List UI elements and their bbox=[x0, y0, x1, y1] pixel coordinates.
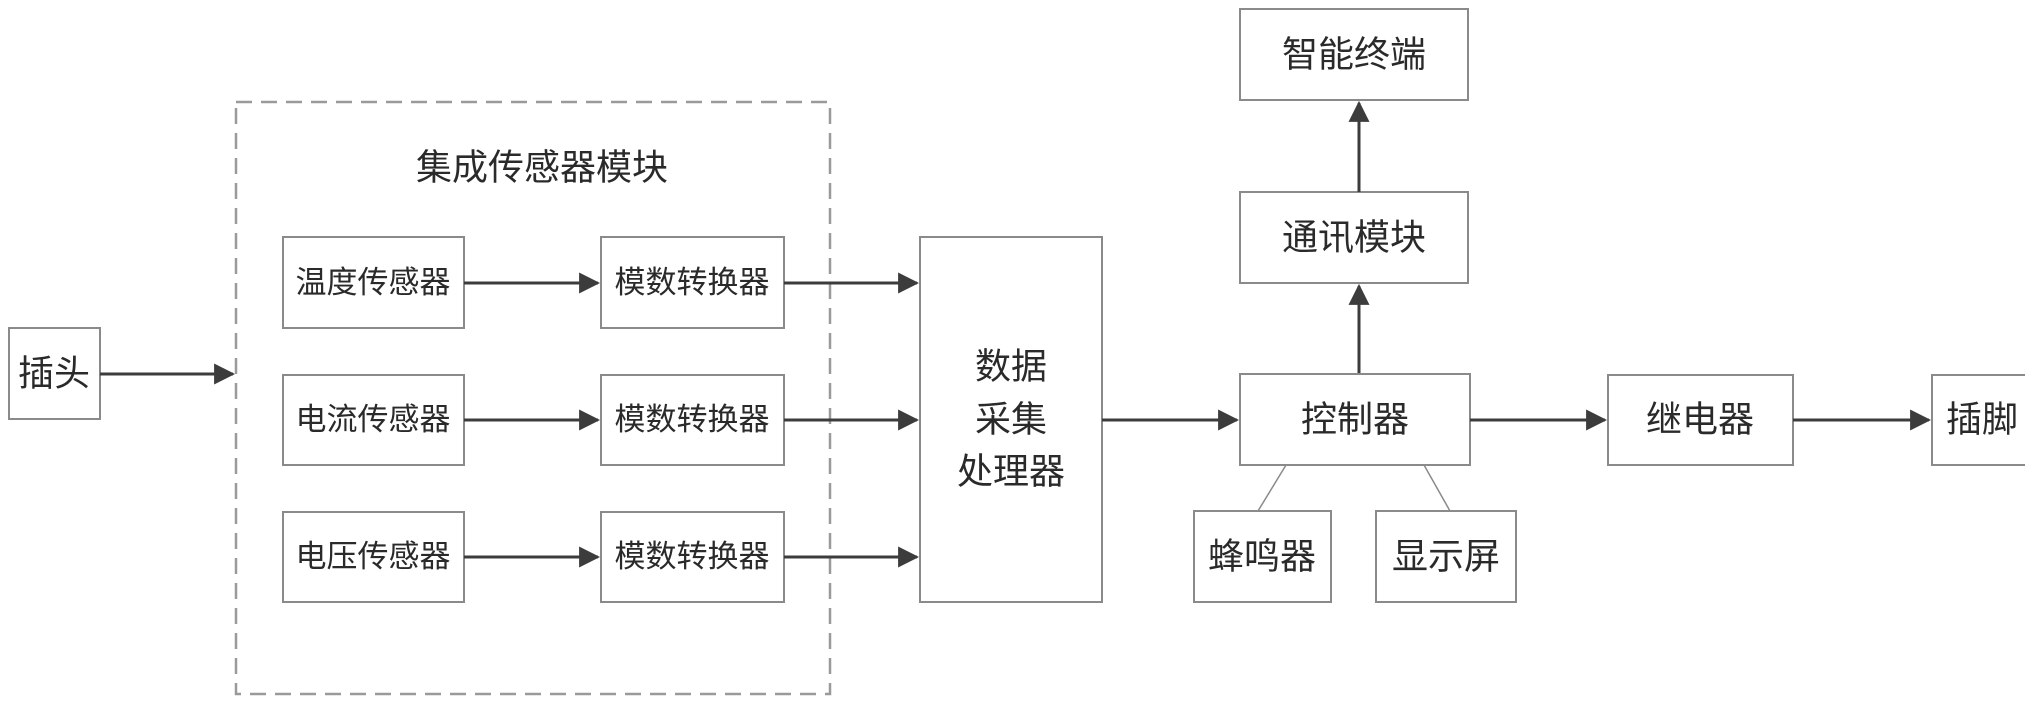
adc-box-2 bbox=[600, 374, 785, 466]
voltage-sensor-label: 电压传感器 bbox=[296, 539, 451, 575]
adc-label-2: 模数转换器 bbox=[615, 402, 770, 438]
daq-label-line-3: 处理器 bbox=[957, 452, 1065, 493]
adc-label-1: 模数转换器 bbox=[615, 265, 770, 301]
buzzer-box bbox=[1193, 510, 1332, 603]
sensor-row-current: 电流传感器 模数转换器 bbox=[282, 374, 920, 466]
pins-label: 插脚 bbox=[1946, 400, 2018, 441]
daq-label-line-2: 采集 bbox=[975, 400, 1047, 441]
relay-box bbox=[1607, 374, 1794, 466]
display-box bbox=[1375, 510, 1517, 603]
display-label: 显示屏 bbox=[1392, 537, 1500, 578]
relay-label: 继电器 bbox=[1646, 400, 1754, 441]
smart-terminal-label: 智能终端 bbox=[1282, 35, 1426, 76]
temperature-sensor-label: 温度传感器 bbox=[296, 265, 451, 301]
data-acquisition-processor-box bbox=[919, 236, 1103, 603]
smart-terminal-box bbox=[1239, 8, 1469, 101]
controller-box bbox=[1239, 373, 1471, 466]
adc-label-3: 模数转换器 bbox=[615, 539, 770, 575]
daq-label-line-1: 数据 bbox=[975, 347, 1047, 388]
current-sensor-box bbox=[282, 374, 465, 466]
adc-box-1 bbox=[600, 236, 785, 329]
buzzer-label: 蜂鸣器 bbox=[1208, 537, 1316, 578]
temperature-sensor-box bbox=[282, 236, 465, 329]
line-controller-to-buzzer bbox=[1257, 464, 1287, 512]
integrated-sensor-module-group bbox=[234, 100, 832, 696]
plug-label: 插头 bbox=[18, 354, 90, 395]
comm-module-box bbox=[1239, 191, 1469, 284]
controller-label: 控制器 bbox=[1301, 400, 1409, 441]
current-sensor-label: 电流传感器 bbox=[296, 402, 451, 438]
sensor-row-voltage: 电压传感器 模数转换器 bbox=[282, 511, 920, 603]
group-title: 集成传感器模块 bbox=[416, 148, 668, 189]
voltage-sensor-box bbox=[282, 511, 465, 603]
line-controller-to-display bbox=[1423, 464, 1451, 512]
pins-box bbox=[1931, 374, 2025, 466]
comm-module-label: 通讯模块 bbox=[1282, 218, 1426, 259]
sensor-row-temperature: 温度传感器 模数转换器 bbox=[282, 236, 920, 329]
